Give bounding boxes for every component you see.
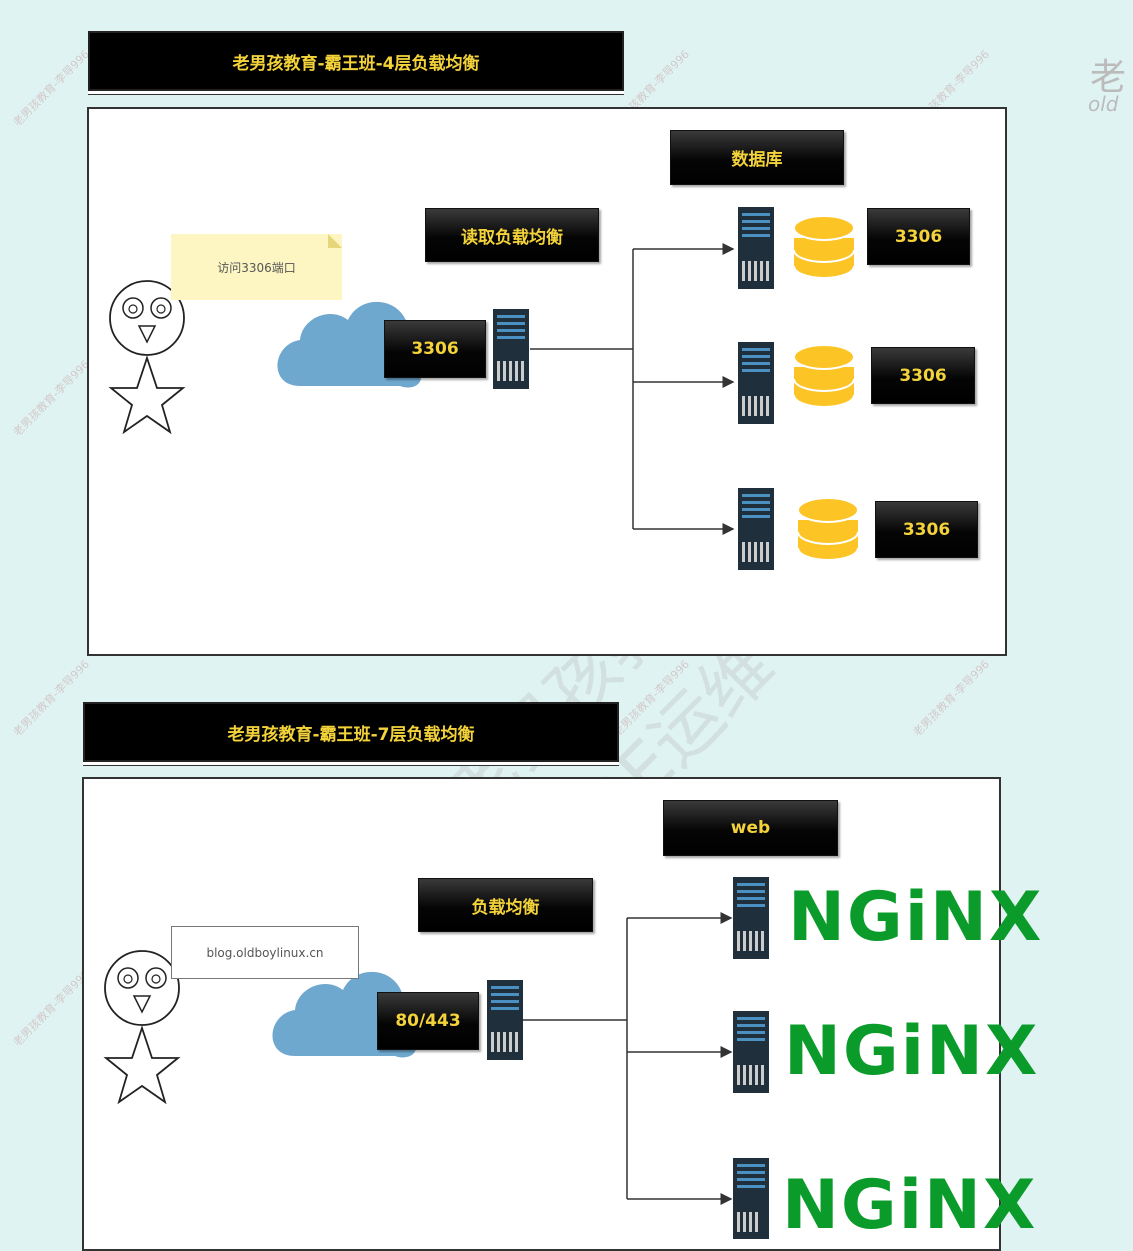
watermark-logo-sub: old bbox=[1088, 92, 1119, 116]
group-label-web: web bbox=[663, 800, 838, 856]
lb-label: 读取负载均衡 bbox=[425, 208, 599, 262]
backend-port-label: 3306 bbox=[871, 347, 975, 404]
section7-panel bbox=[82, 777, 1001, 1251]
url-label: blog.oldboylinux.cn bbox=[171, 926, 359, 979]
lb-label: 负载均衡 bbox=[418, 878, 593, 932]
backend-port-label: 3306 bbox=[875, 501, 978, 558]
entry-port-label: 3306 bbox=[384, 320, 486, 378]
access-note: 访问3306端口 bbox=[171, 234, 342, 300]
group-label-database: 数据库 bbox=[670, 130, 844, 185]
nginx-logo: NGiNX bbox=[788, 878, 1044, 957]
section7-title: 老男孩教育-霸王班-7层负载均衡 bbox=[83, 702, 619, 762]
nginx-logo: NGiNX bbox=[784, 1012, 1040, 1091]
backend-port-label: 3306 bbox=[867, 208, 970, 265]
watermark-logo: 老 bbox=[1090, 57, 1127, 98]
section4-title: 老男孩教育-霸王班-4层负载均衡 bbox=[88, 31, 624, 91]
entry-port-label: 80/443 bbox=[377, 992, 479, 1050]
nginx-logo: NGiNX bbox=[782, 1166, 1038, 1245]
